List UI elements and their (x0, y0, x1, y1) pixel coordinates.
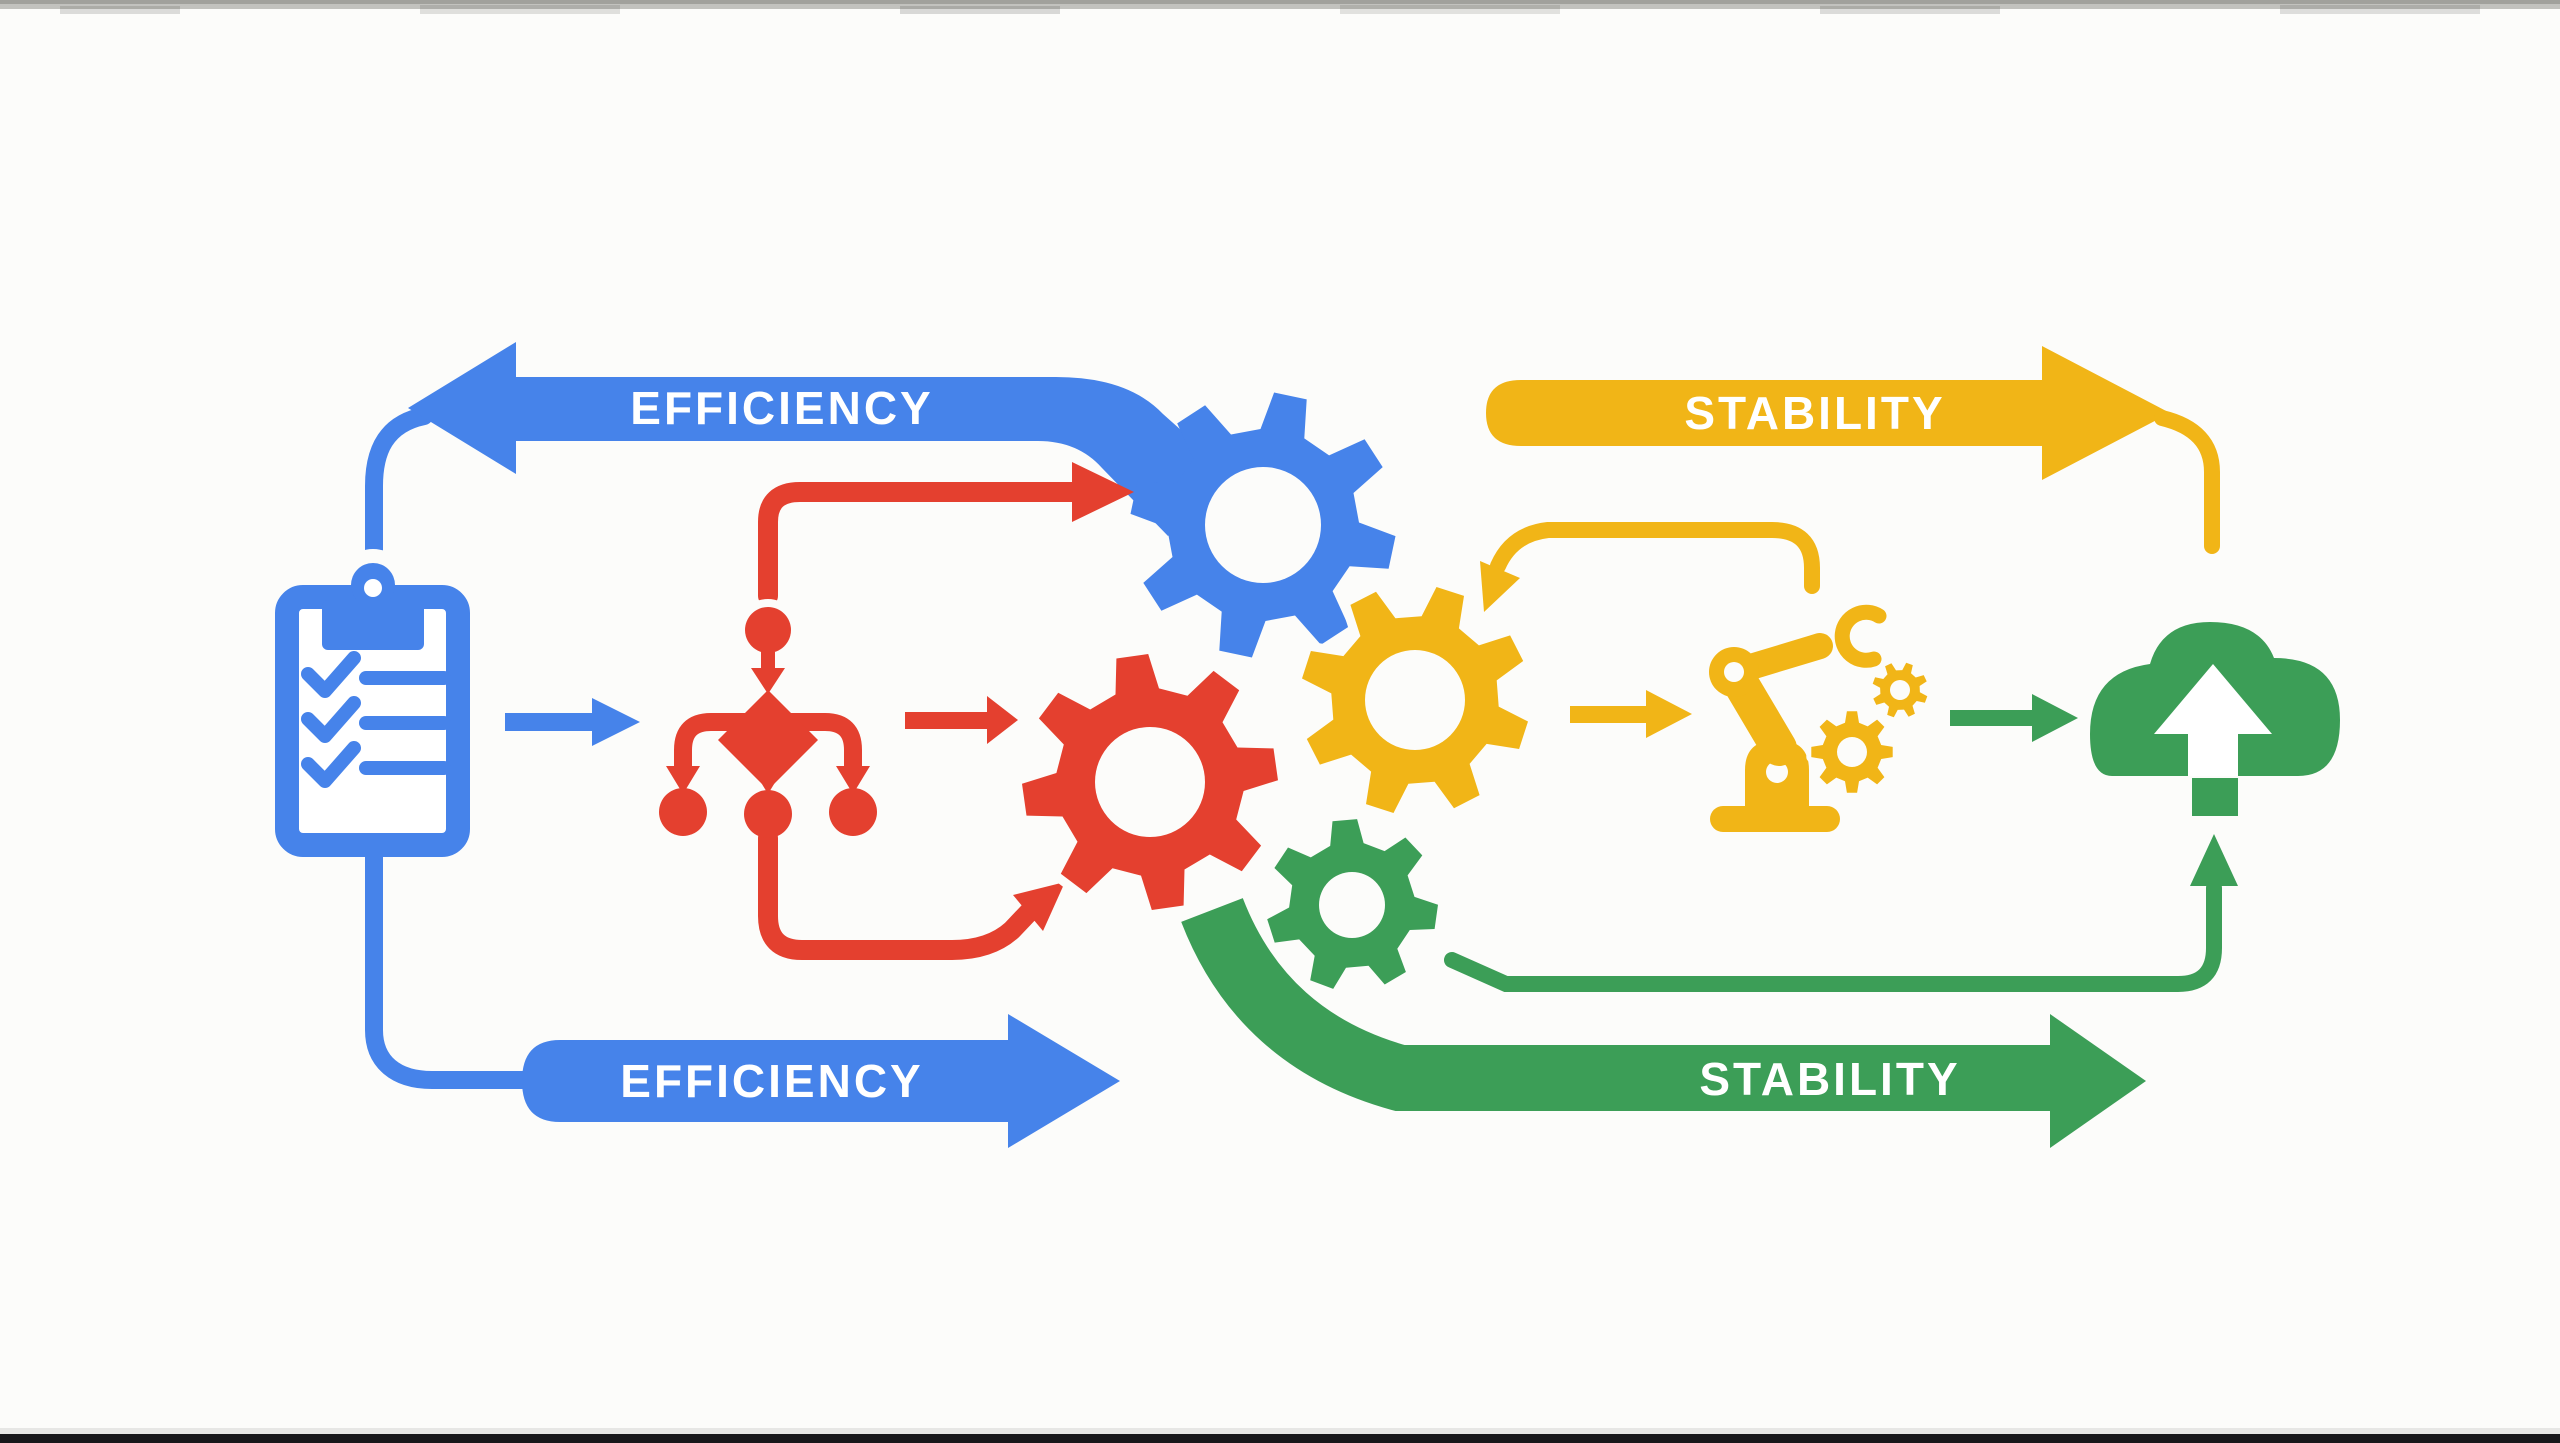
yellow-arrow-shaft (1570, 706, 1646, 723)
yellow-feedback-loop (1480, 522, 1820, 612)
efficiency-bottom-label: EFFICIENCY (620, 1055, 923, 1107)
blue-gear-icon (1130, 392, 1396, 658)
small-yellow-gears-icon (1806, 658, 1932, 798)
red-top-loop-line (758, 482, 1082, 606)
robot-gripper (1834, 604, 1887, 668)
red-bottom-loop-line (758, 828, 1040, 960)
cloud-upload-tab (2192, 778, 2238, 816)
cloud-upload-icon (2090, 622, 2340, 816)
yellow-gear-hole (1365, 650, 1465, 750)
robot-arm-icon (1709, 604, 1887, 832)
green-arrow-head-icon (2050, 1014, 2146, 1148)
cloud-upload-arrow (2154, 664, 2272, 776)
flowchart-gear-arrow (905, 696, 1018, 744)
robot-shoulder-hole (1724, 662, 1744, 682)
flowchart-leaf-node (744, 790, 792, 838)
efficiency-top-arrow (408, 342, 1228, 536)
bottom-edge-artifact (0, 1428, 2560, 1443)
clipboard-knob-hole (364, 579, 382, 597)
green-arrow-head2-icon (2032, 694, 2078, 742)
red-gear-icon (1013, 645, 1287, 919)
yellow-loop-arrowhead-icon (1480, 561, 1520, 612)
top-edge-artifact (0, 0, 2560, 14)
yellow-gear-icon (1293, 578, 1537, 822)
flowchart-leaf-node (829, 788, 877, 836)
robot-base-plate (1710, 806, 1840, 832)
red-top-loop-arrowhead-icon (1072, 462, 1134, 522)
efficiency-top-label: EFFICIENCY (630, 382, 933, 434)
checkmark-icon (301, 651, 361, 698)
flowchart-decision-diamond (718, 690, 818, 790)
checklist-clipboard-icon (275, 549, 470, 857)
red-gear-hole (1095, 727, 1205, 837)
flowchart-leaf-node (659, 788, 707, 836)
flowchart-icon (659, 599, 877, 838)
flowchart-stem (761, 652, 775, 670)
small-gear-hole (1837, 737, 1867, 767)
clipboard-clip (322, 600, 424, 650)
yellow-band (1486, 346, 2170, 480)
stability-bottom-label: STABILITY (1699, 1053, 1960, 1105)
green-feedback-line (1444, 834, 2238, 992)
blue-arrow-shaft (505, 713, 592, 731)
red-arrow-head-icon (987, 696, 1018, 744)
red-bottom-loop-arrowhead-icon (1013, 882, 1065, 931)
flowchart-red-loop (758, 462, 1134, 960)
green-swoosh-band (1181, 897, 2052, 1111)
green-gear-hole (1319, 872, 1385, 938)
stability-right-line (2154, 410, 2220, 554)
efficiency-bottom-arrow (522, 1014, 1120, 1148)
yellow-loop-line (1490, 522, 1820, 594)
clipboard-flowchart-arrow (505, 698, 640, 746)
flowchart-down-arrow-icon (751, 668, 785, 694)
flowchart-branch-arrow-icon (666, 766, 700, 794)
blue-gear-hole (1205, 467, 1321, 583)
green-arrow-shaft (1950, 710, 2032, 726)
green-feedback-path (1444, 880, 2222, 992)
gear-robot-arrow (1570, 690, 1692, 738)
yellow-arrow-head-icon (1646, 690, 1692, 738)
robot-base-hole (1766, 761, 1788, 783)
green-gear-icon (1259, 811, 1446, 997)
tiny-gear-hole (1890, 680, 1910, 700)
checkmark-icon (301, 696, 361, 743)
flowchart-top-node (745, 607, 791, 653)
stability-top-arrow (1486, 346, 2220, 554)
checkmark-icon (301, 741, 361, 788)
blue-arrow-head-icon (592, 698, 640, 746)
red-arrow-shaft (905, 712, 987, 729)
flowchart-branch-arrow-icon (836, 766, 870, 794)
stability-top-label: STABILITY (1684, 387, 1945, 439)
stability-bottom-arrow (1181, 897, 2146, 1148)
green-feedback-arrowhead-icon (2190, 834, 2238, 886)
robot-cloud-arrow (1950, 694, 2078, 742)
